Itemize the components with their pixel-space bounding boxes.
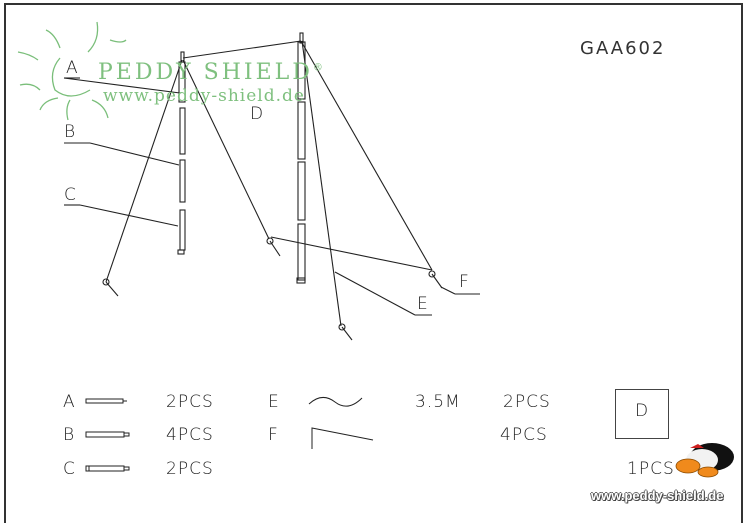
callout-f: F bbox=[459, 272, 470, 292]
footer-url[interactable]: www.peddy-shield.de bbox=[591, 488, 724, 503]
callout-c: C bbox=[64, 185, 77, 205]
part-quantity: 4PCS bbox=[500, 425, 548, 445]
part-quantity: 2PCS bbox=[166, 392, 214, 412]
pole-left-section-b1 bbox=[179, 107, 186, 155]
tarp-sheet-icon bbox=[615, 389, 669, 439]
part-quantity: 2PCS bbox=[503, 392, 551, 412]
watermark-url: www.peddy-shield.de bbox=[103, 86, 305, 106]
part-letter: D bbox=[635, 401, 650, 421]
part-quantity: 1PCS bbox=[627, 459, 675, 479]
callout-b: B bbox=[64, 122, 77, 142]
part-letter: A bbox=[63, 392, 76, 412]
part-quantity: 4PCS bbox=[166, 425, 214, 445]
model-code: GAA602 bbox=[580, 38, 666, 59]
drawing-frame bbox=[4, 3, 743, 523]
pole-left-section-a bbox=[178, 61, 186, 103]
part-quantity: 2PCS bbox=[166, 459, 214, 479]
part-letter: F bbox=[268, 425, 279, 445]
callout-a: A bbox=[66, 58, 79, 78]
watermark-brand: PEDDY SHIELD® bbox=[98, 60, 326, 85]
callout-e: E bbox=[417, 294, 429, 314]
part-letter: E bbox=[268, 392, 280, 412]
pole-left-section-b2 bbox=[179, 159, 186, 203]
callout-d: D bbox=[250, 104, 265, 124]
part-length: 3.5M bbox=[415, 392, 461, 412]
part-letter: C bbox=[63, 459, 76, 479]
part-letter: B bbox=[63, 425, 76, 445]
